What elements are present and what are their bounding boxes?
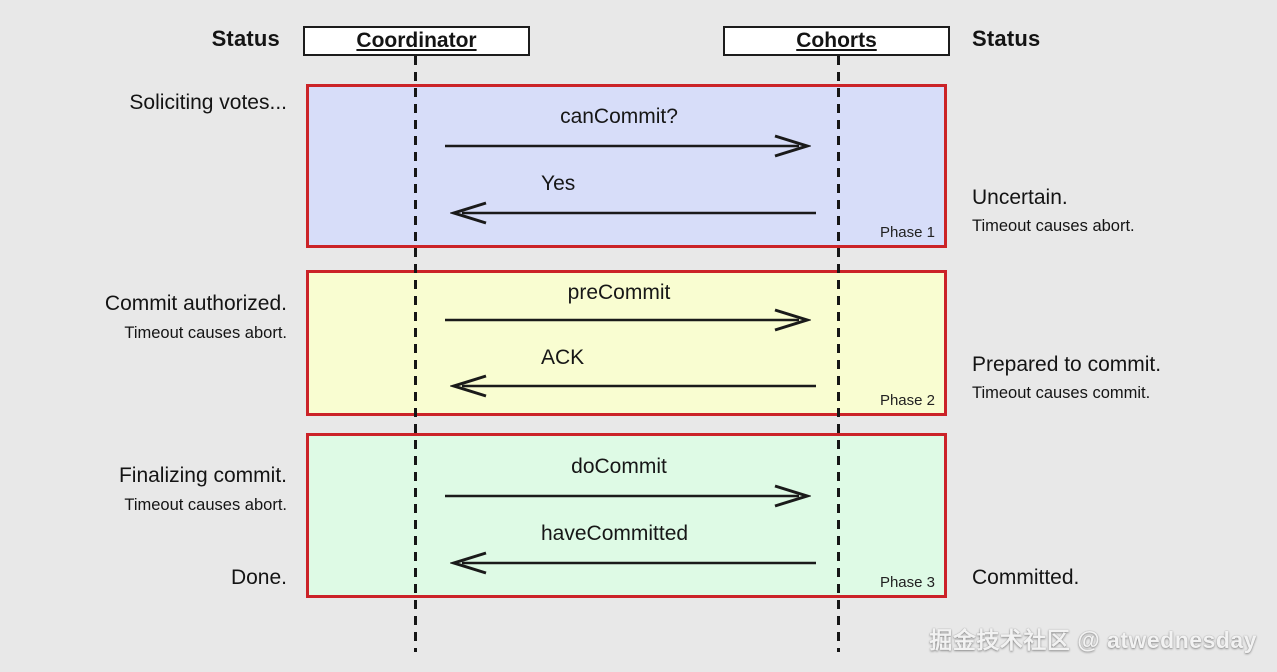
phase-3-response-label: haveCommitted: [541, 522, 689, 545]
coordinator-lifeline: [414, 56, 417, 652]
coordinator-label: Coordinator: [356, 29, 477, 52]
phase-1-tag: Phase 1: [879, 224, 935, 241]
right-arrow-icon: [445, 484, 811, 508]
phase-2-tag: Phase 2: [879, 392, 935, 409]
phase-2-left-status: Commit authorized.: [104, 292, 287, 315]
phase-2-right-substatus: Timeout causes commit.: [972, 384, 1151, 402]
phase-1-response-label: Yes: [541, 172, 576, 195]
watermark-text: 掘金技术社区 @ atwednesday: [929, 627, 1257, 653]
phase-3-right-status: Committed.: [972, 566, 1080, 589]
coordinator-actor-box: Coordinator: [303, 26, 530, 56]
phase-2-left-substatus: Timeout causes abort.: [124, 324, 287, 342]
cohorts-lifeline: [837, 56, 840, 652]
left-arrow-icon: [450, 374, 816, 398]
phase-2-right-status: Prepared to commit.: [972, 353, 1162, 376]
phase-1-left-status: Soliciting votes...: [129, 91, 287, 114]
phase-2-request-label: preCommit: [567, 281, 671, 304]
phase-1-right-substatus: Timeout causes abort.: [972, 217, 1135, 235]
phase-2-response-label: ACK: [541, 346, 585, 369]
phase-3-done-status: Done.: [230, 566, 287, 589]
right-arrow-icon: [445, 134, 811, 158]
phase-3-box: doCommit haveCommitted Phase 3: [306, 433, 947, 598]
right-arrow-icon: [445, 308, 811, 332]
left-status-column-header: Status: [211, 26, 280, 51]
phase-3-left-substatus: Timeout causes abort.: [124, 496, 287, 514]
phase-1-box: canCommit? Yes Phase 1: [306, 84, 947, 248]
cohorts-label: Cohorts: [796, 29, 877, 52]
phase-3-tag: Phase 3: [879, 574, 935, 591]
left-arrow-icon: [450, 551, 816, 575]
phase-3-request-label: doCommit: [571, 455, 667, 478]
cohorts-actor-box: Cohorts: [723, 26, 950, 56]
phase-1-right-status: Uncertain.: [972, 186, 1068, 209]
phase-3-left-status: Finalizing commit.: [118, 464, 287, 487]
right-status-column-header: Status: [972, 26, 1041, 51]
left-arrow-icon: [450, 201, 816, 225]
phase-1-request-label: canCommit?: [560, 105, 678, 128]
phase-2-box: preCommit ACK Phase 2: [306, 270, 947, 416]
